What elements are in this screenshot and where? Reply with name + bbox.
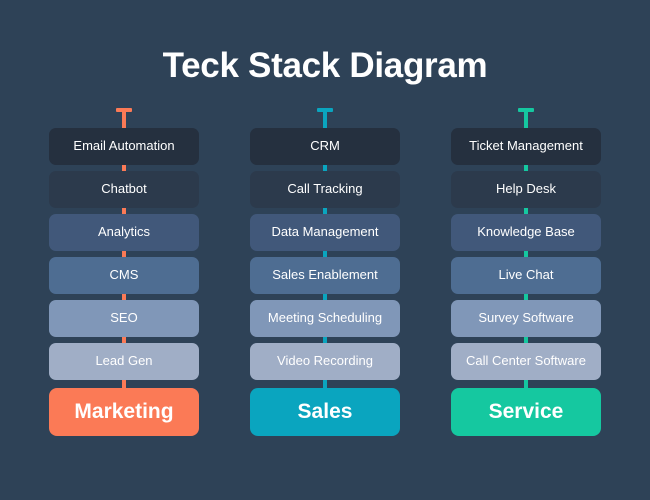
stack-node[interactable]: Ticket Management [451,128,601,165]
stack-node[interactable]: Chatbot [49,171,199,208]
t-cap-connector-icon [518,108,534,112]
stack-node[interactable]: Call Center Software [451,343,601,380]
node-stack: Ticket Management Help Desk Knowledge Ba… [451,108,601,436]
category-footer-service[interactable]: Service [451,388,601,436]
t-cap-connector-icon [116,108,132,112]
stack-node[interactable]: Knowledge Base [451,214,601,251]
stack-node[interactable]: Help Desk [451,171,601,208]
stack-node[interactable]: CMS [49,257,199,294]
stack-node[interactable]: Sales Enablement [250,257,400,294]
page-title: Teck Stack Diagram [162,46,488,85]
stack-node[interactable]: CRM [250,128,400,165]
stack-node[interactable]: Call Tracking [250,171,400,208]
category-footer-sales[interactable]: Sales [250,388,400,436]
stack-column-sales: CRM Call Tracking Data Management Sales … [250,108,400,436]
stack-node[interactable]: Meeting Scheduling [250,300,400,337]
stack-column-service: Ticket Management Help Desk Knowledge Ba… [451,108,601,436]
stack-node[interactable]: Email Automation [49,128,199,165]
stack-node[interactable]: Analytics [49,214,199,251]
stack-column-marketing: Email Automation Chatbot Analytics CMS S… [49,108,199,436]
stack-node[interactable]: Survey Software [451,300,601,337]
category-footer-marketing[interactable]: Marketing [49,388,199,436]
node-stack: Email Automation Chatbot Analytics CMS S… [49,108,199,436]
node-stack: CRM Call Tracking Data Management Sales … [250,108,400,436]
stack-node[interactable]: Data Management [250,214,400,251]
t-cap-connector-icon [317,108,333,112]
stack-node[interactable]: Live Chat [451,257,601,294]
stack-node[interactable]: SEO [49,300,199,337]
stack-node[interactable]: Lead Gen [49,343,199,380]
stack-node[interactable]: Video Recording [250,343,400,380]
